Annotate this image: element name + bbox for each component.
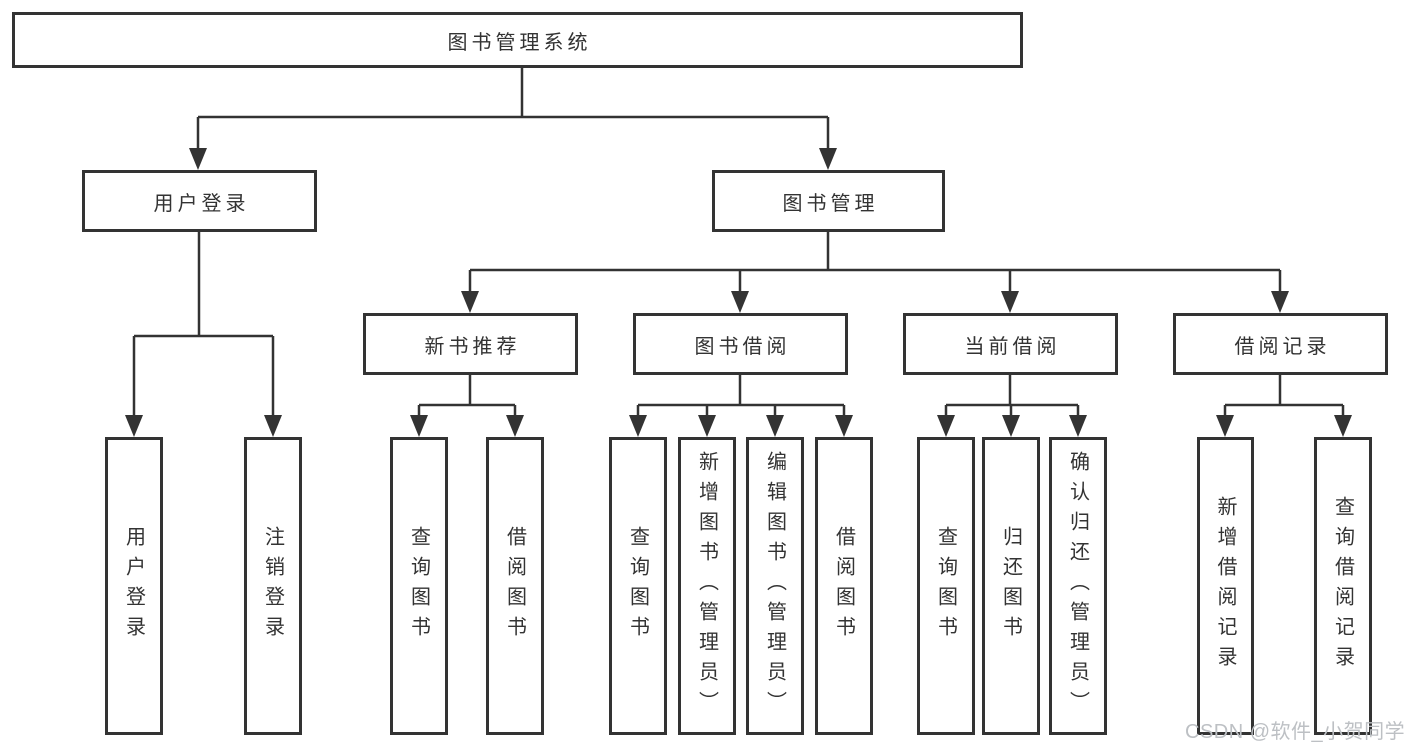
tree-edges (132, 68, 1345, 421)
node-root-system-label: 图书管理系统 (447, 31, 592, 54)
node-book-management-label: 图书管理 (782, 192, 879, 215)
leaf-borrow-add-books-admin: 新增图书（管理员） (678, 437, 736, 735)
leaf-logout: 注销登录 (244, 437, 302, 735)
node-book-borrow: 图书借阅 (633, 313, 848, 375)
node-current-borrow: 当前借阅 (903, 313, 1118, 375)
leaf-rec-query-books-label: 查询图书 (407, 526, 430, 646)
leaf-borrow-query-books-label: 查询图书 (626, 526, 649, 646)
leaf-rec-borrow-books-label: 借阅图书 (503, 526, 526, 646)
arrowhead-icons (125, 148, 1352, 437)
leaf-current-query-books-label: 查询图书 (934, 526, 957, 646)
leaf-records-add-borrow-record-label: 新增借阅记录 (1214, 496, 1236, 676)
leaf-borrow-borrow-books-label: 借阅图书 (832, 526, 855, 646)
leaf-borrow-edit-books-admin-label: 编辑图书（管理员） (763, 451, 786, 721)
leaf-records-query-borrow-record: 查询借阅记录 (1314, 437, 1372, 735)
node-book-management: 图书管理 (712, 170, 945, 232)
node-borrow-records: 借阅记录 (1173, 313, 1388, 375)
leaf-current-confirm-return-admin: 确认归还（管理员） (1049, 437, 1107, 735)
leaf-current-confirm-return-admin-label: 确认归还（管理员） (1066, 451, 1089, 721)
leaf-user-login: 用户登录 (105, 437, 163, 735)
node-new-book-recommend-label: 新书推荐 (424, 335, 521, 358)
leaf-records-add-borrow-record: 新增借阅记录 (1197, 437, 1254, 735)
node-book-borrow-label: 图书借阅 (694, 335, 791, 358)
leaf-records-query-borrow-record-label: 查询借阅记录 (1331, 496, 1354, 676)
leaf-borrow-query-books: 查询图书 (609, 437, 667, 735)
node-new-book-recommend: 新书推荐 (363, 313, 578, 375)
leaf-current-query-books: 查询图书 (917, 437, 975, 735)
node-current-borrow-label: 当前借阅 (964, 335, 1061, 358)
leaf-current-return-books: 归还图书 (982, 437, 1040, 735)
leaf-borrow-add-books-admin-label: 新增图书（管理员） (695, 451, 718, 721)
leaf-current-return-books-label: 归还图书 (999, 526, 1022, 646)
node-user-login: 用户登录 (82, 170, 317, 232)
leaf-borrow-edit-books-admin: 编辑图书（管理员） (746, 437, 804, 735)
leaf-user-login-label: 用户登录 (122, 526, 145, 646)
leaf-rec-query-books: 查询图书 (390, 437, 448, 735)
node-borrow-records-label: 借阅记录 (1234, 335, 1331, 358)
csdn-watermark: CSDN @软件_小贺同学 (1185, 721, 1405, 743)
node-root-system: 图书管理系统 (12, 12, 1023, 68)
leaf-borrow-borrow-books: 借阅图书 (815, 437, 873, 735)
node-user-login-label: 用户登录 (153, 192, 250, 215)
leaf-logout-label: 注销登录 (261, 526, 284, 646)
leaf-rec-borrow-books: 借阅图书 (486, 437, 544, 735)
